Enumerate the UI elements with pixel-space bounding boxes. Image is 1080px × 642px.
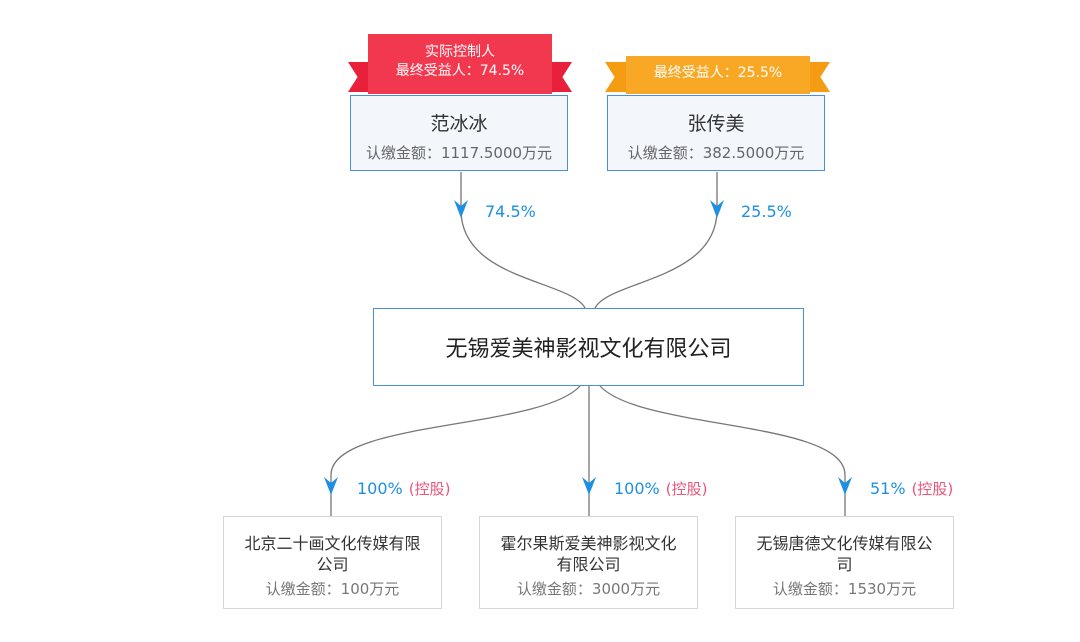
ribbon-controller: 实际控制人 最终受益人：74.5% [368,34,552,94]
investment-amount: 认缴金额：100万元 [265,580,400,598]
percent: 51% [870,479,906,498]
arrow-icon [324,477,338,495]
shareholder-amount: 认缴金额：382.5000万元 [627,144,805,162]
control-label: (控股) [911,480,954,498]
arrow-icon [582,477,596,495]
company-name: 无锡爱美神影视文化有限公司 [445,337,732,362]
shareholder-name: 张传美 [687,113,745,135]
shareholder-amount: 认缴金额：1117.5000万元 [365,144,553,162]
shareholder-node[interactable]: 范冰冰 认缴金额：1117.5000万元 [350,95,568,171]
share-percent: 74.5% [485,202,536,221]
investment-amount: 认缴金额：1530万元 [772,580,917,598]
edge-inv1 [330,385,581,516]
investment-amount: 认缴金额：3000万元 [516,580,661,598]
percent: 100% [357,479,403,498]
investment-percent-3: 51% (控股) [870,478,953,499]
investment-name: 无锡唐德文化传媒有限公司 [756,534,933,574]
arrow-icon [710,200,724,218]
investment-percent-2: 100% (控股) [614,478,707,499]
investment-node[interactable]: 无锡唐德文化传媒有限公司 认缴金额：1530万元 [735,516,954,609]
edge-sh1 [460,172,586,309]
arrow-icon [454,200,468,218]
investment-node[interactable]: 霍尔果斯爱美神影视文化有限公司 认缴金额：3000万元 [479,516,698,609]
shareholder-node[interactable]: 张传美 认缴金额：382.5000万元 [607,95,825,171]
edge-sh2 [594,172,718,309]
control-label: (控股) [665,480,708,498]
tag-beneficiary: 最终受益人：74.5% [395,63,525,79]
investment-node[interactable]: 北京二十画文化传媒有限公司 认缴金额：100万元 [223,516,442,609]
company-node[interactable]: 无锡爱美神影视文化有限公司 [373,308,804,386]
shareholder-name: 范冰冰 [430,113,488,135]
arrow-icon [838,477,852,495]
edge-inv3 [599,385,846,516]
tag-actual-controller: 实际控制人 [425,44,495,60]
control-label: (控股) [408,480,451,498]
tag-beneficiary: 最终受益人：25.5% [653,65,783,81]
percent: 100% [614,479,660,498]
investment-name: 北京二十画文化传媒有限公司 [244,534,421,574]
share-percent: 25.5% [741,202,792,221]
ribbon-beneficiary: 最终受益人：25.5% [626,56,810,94]
investment-name: 霍尔果斯爱美神影视文化有限公司 [500,534,677,574]
investment-percent-1: 100% (控股) [357,478,450,499]
